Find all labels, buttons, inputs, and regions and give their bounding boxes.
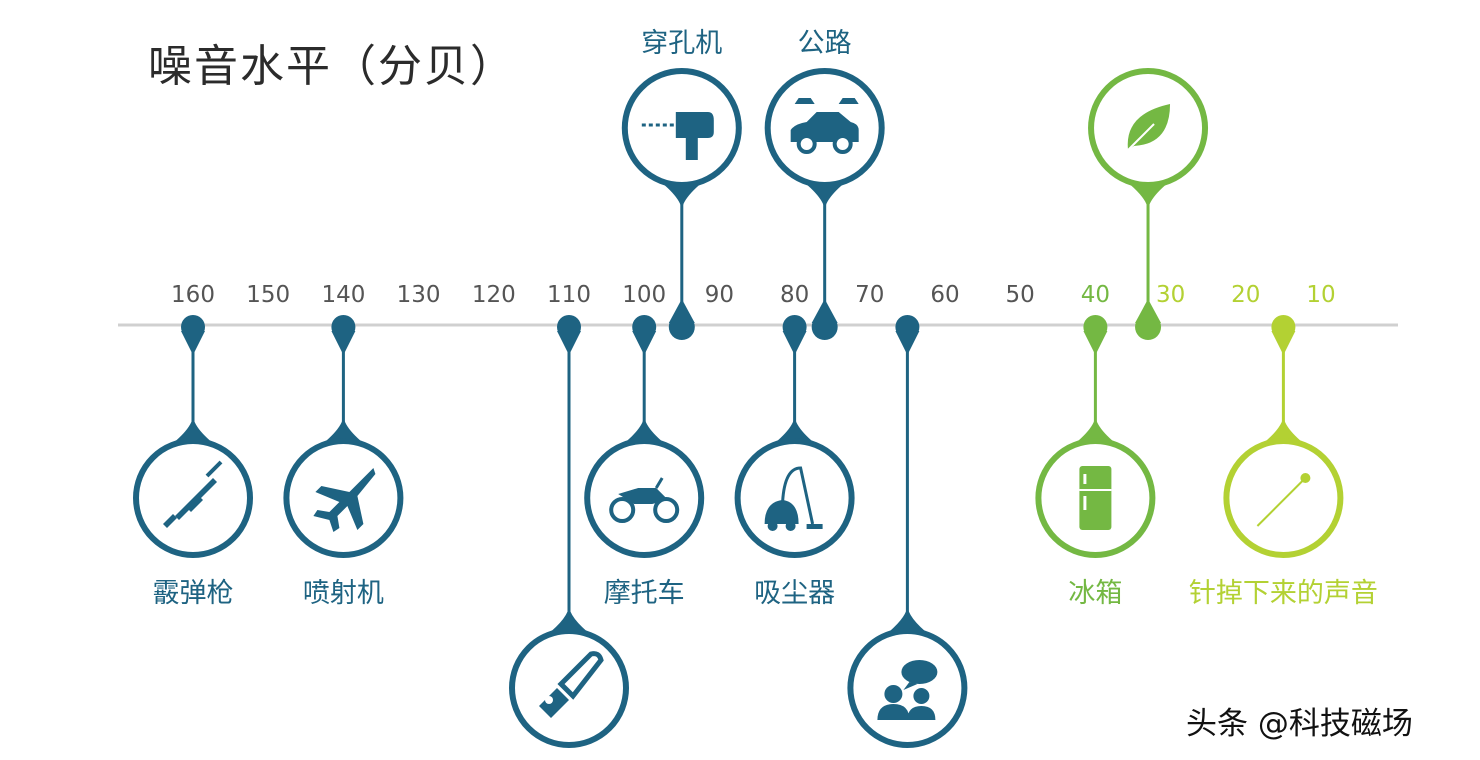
vacuum-icon [764,466,823,531]
marker-tip [331,331,356,355]
source-label: 冰箱 [1068,578,1122,609]
conversation-icon [877,660,938,720]
watermark: 头条 @科技磁场 [1186,706,1413,742]
source-label: 吸尘器 [754,578,835,609]
tick-label: 20 [1231,282,1260,308]
source-chainsaw [509,315,629,748]
source-label: 针掉下来的声音 [1189,578,1378,609]
tick-label: 70 [855,282,884,308]
pin-icon [1256,473,1311,527]
tick-label: 140 [321,282,365,308]
tick-label: 150 [246,282,290,308]
fridge-icon [1079,466,1112,530]
source-label: 喷射机 [303,578,384,609]
marker-tip [1271,331,1296,355]
source-label: 公路 [798,28,852,59]
motorcycle-icon [609,477,680,523]
chainsaw-icon [539,651,604,718]
jet-icon [313,468,376,532]
source-drill: 穿孔机 [621,28,742,340]
source-conversation [847,315,968,748]
source-pin: 针掉下来的声音 [1189,315,1378,609]
tick-label: 50 [1006,282,1035,308]
diagram-title: 噪音水平（分贝） [148,41,516,92]
marker-tip [895,331,920,355]
source-jet: 喷射机 [283,315,404,609]
tick-label: 30 [1156,282,1185,308]
icon-circle [509,628,629,748]
tick-label: 110 [547,282,591,308]
shotgun-icon [163,460,223,528]
source-fridge: 冰箱 [1035,315,1156,609]
icon-circle [734,438,855,558]
tick-label: 10 [1306,282,1335,308]
tick-label: 160 [171,282,215,308]
tick-label: 100 [622,282,666,308]
source-road: 公路 [764,28,885,340]
marker-tip [1083,331,1108,355]
marker-tip [811,299,838,323]
source-label: 穿孔机 [641,28,722,59]
marker-tip [557,331,581,355]
source-shotgun: 霰弹枪 [133,315,253,609]
tick-label: 60 [930,282,959,308]
drill-icon [641,112,714,160]
tick-label: 40 [1081,282,1110,308]
source-leaf [1088,68,1209,340]
marker-tip [668,299,695,323]
source-vacuum: 吸尘器 [734,315,855,609]
source-label: 摩托车 [604,578,685,609]
car-icon [790,98,859,154]
marker-tip [1135,299,1162,323]
source-label: 霰弹枪 [153,578,234,609]
tick-label: 80 [780,282,809,308]
tick-label: 120 [472,282,516,308]
leaf-icon [1127,104,1171,151]
tick-label: 90 [705,282,734,308]
tick-label: 130 [397,282,441,308]
marker-tip [782,331,807,355]
icon-circle [1223,438,1344,558]
source-motorcycle: 摩托车 [584,315,705,609]
marker-tip [181,331,205,355]
marker-tip [632,331,657,355]
